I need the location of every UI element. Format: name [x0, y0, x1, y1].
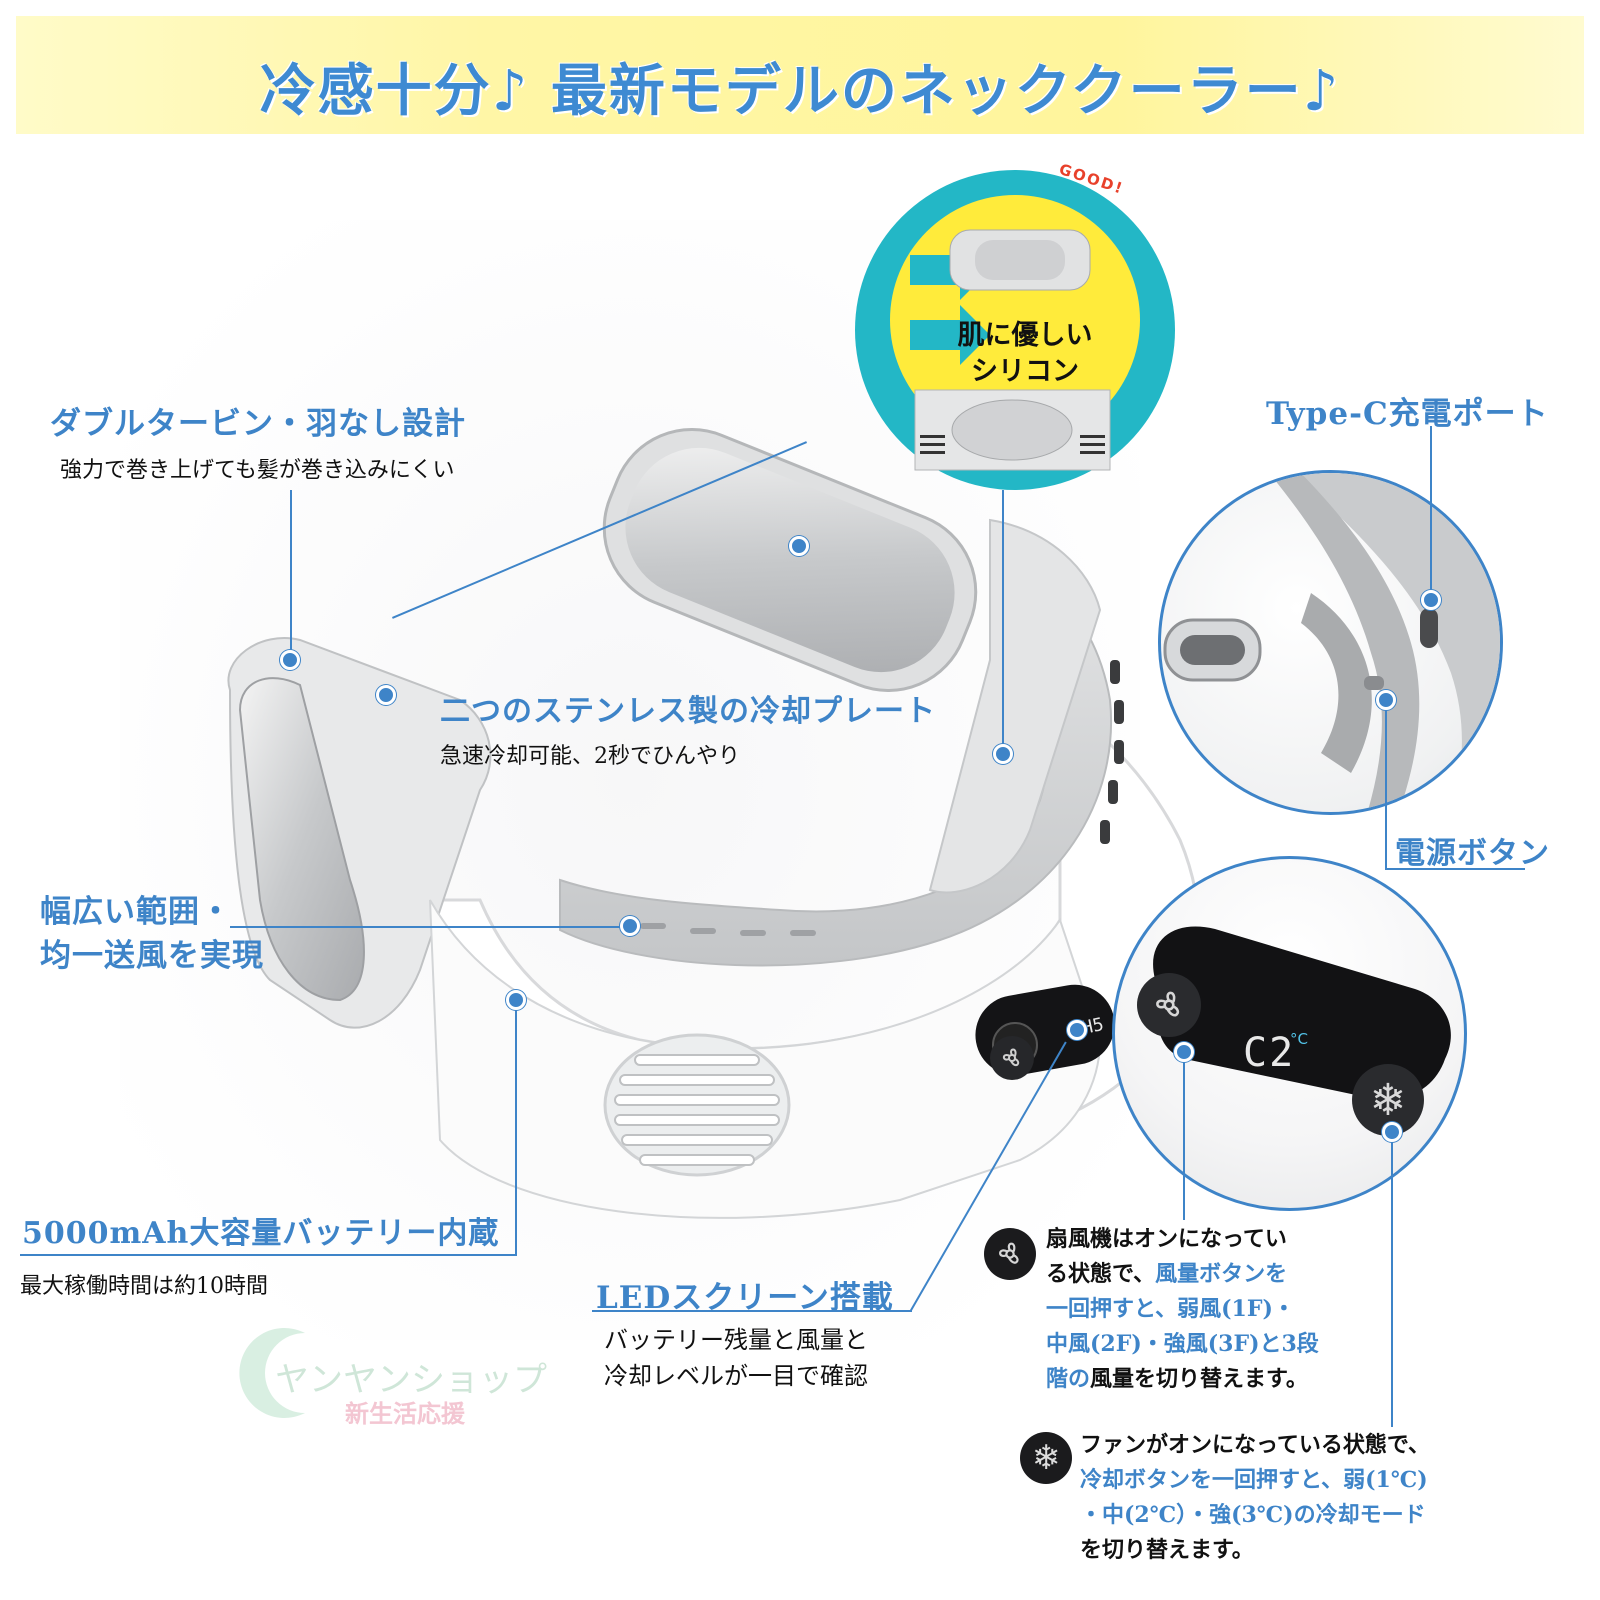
fan-note-icon: [984, 1228, 1036, 1280]
fan-note-line-1: 扇風機はオンになってい: [1046, 1226, 1287, 1252]
airflow-marker: [620, 916, 640, 936]
led-underline: [592, 1310, 912, 1312]
led-marker: [1067, 1020, 1087, 1040]
power-title: 電源ボタン: [1395, 836, 1550, 871]
airflow-leader-line: [230, 926, 620, 928]
turbine-marker: [280, 650, 300, 670]
led-subtitle: バッテリー残量と風量と 冷却レベルが一目で確認: [604, 1322, 868, 1394]
temperature-readout: C2: [1243, 1030, 1296, 1076]
plate-marker-top: [789, 536, 809, 556]
turbine-subtitle: 強力で巻き上げても髪が巻き込みにくい: [60, 458, 455, 483]
cool-note-line-4: を切り替えます。: [1080, 1537, 1254, 1563]
plate-subtitle: 急速冷却可能、2秒でひんやり: [440, 744, 740, 769]
silicone-badge: [855, 170, 1175, 490]
typec-title: Type-C充電ポート: [1266, 396, 1549, 432]
control-panel-zoom-circle: [1112, 856, 1467, 1211]
temperature-unit: °C: [1290, 1030, 1308, 1048]
power-leader-vertical: [1385, 710, 1387, 870]
airflow-line-2: 均一送風を実現: [40, 938, 264, 974]
fan-note: 扇風機はオンになってい る状態で、風量ボタンを 一回押すと、弱風(1F)・ 中風…: [1046, 1222, 1346, 1397]
battery-subtitle: 最大稼働時間は約10時間: [20, 1274, 268, 1299]
badge-text: 肌に優しい シリコン: [950, 318, 1100, 390]
fan-note-line-2b: 風量ボタンを: [1155, 1261, 1288, 1287]
power-button: [1364, 676, 1384, 690]
battery-leader-horizontal: [20, 1254, 517, 1256]
cool-note-line-2: 冷却ボタンを一回押すと、弱(1℃): [1080, 1467, 1428, 1493]
led-subtitle-2: 冷却レベルが一目で確認: [604, 1362, 868, 1390]
fan-button-marker: [1174, 1042, 1194, 1062]
cool-note-line-3b: の冷却モード: [1293, 1502, 1426, 1528]
fan-note-line-5a: 階の: [1046, 1366, 1091, 1392]
plate-title: 二つのステンレス製の冷却プレート: [440, 694, 936, 729]
plate-marker-left: [376, 685, 396, 705]
fan-note-line-3b: 弱風(1F)・: [1177, 1296, 1295, 1322]
battery-leader-vertical: [515, 1010, 517, 1255]
typec-leader-line: [1430, 426, 1432, 596]
led-subtitle-1: バッテリー残量と風量と: [604, 1326, 868, 1354]
title-banner: 冷感十分♪ 最新モデルのネッククーラー♪: [16, 16, 1584, 134]
cool-note-line-1: ファンがオンになっている状態で、: [1080, 1432, 1431, 1458]
fan-note-line-3a: 一回押すと、: [1046, 1296, 1178, 1322]
cool-note-icon: ❄: [1020, 1432, 1072, 1484]
battery-marker: [506, 990, 526, 1010]
fan-icon: [990, 1036, 1034, 1080]
badge-line-1: 肌に優しい: [957, 320, 1093, 351]
cool-note: ファンがオンになっている状態で、 冷却ボタンを一回押すと、弱(1℃) ・中(2℃…: [1080, 1428, 1500, 1568]
airflow-title: 幅広い範囲・ 均一送風を実現: [40, 890, 264, 978]
fan-note-line-4: 中風(2F)・強風(3F)と3段: [1046, 1331, 1319, 1357]
snowflake-button-icon: ❄: [1352, 1064, 1424, 1136]
silicone-marker: [993, 744, 1013, 764]
cool-button-leader: [1391, 1142, 1393, 1427]
cool-note-line-3a: ・中(2℃）・強(3℃): [1080, 1502, 1294, 1528]
turbine-title: ダブルタービン・羽なし設計: [50, 406, 466, 442]
watermark-tagline: 新生活応援: [345, 1400, 465, 1428]
typec-port: [1420, 608, 1438, 648]
power-underline: [1385, 868, 1525, 870]
badge-line-2: シリコン: [971, 356, 1079, 387]
turbine-leader-line: [290, 490, 292, 660]
fan-button-leader: [1183, 1062, 1185, 1220]
fan-note-line-2a: る状態で、: [1046, 1261, 1156, 1287]
side-vent-grill: [603, 1033, 791, 1177]
typec-marker: [1421, 590, 1441, 610]
fan-button-icon: [1137, 973, 1201, 1037]
fan-note-line-5b: 風量を切り替えます。: [1090, 1366, 1308, 1392]
power-marker: [1376, 690, 1396, 710]
usb-c-connector-icon: [1163, 618, 1262, 682]
banner-title: 冷感十分♪ 最新モデルのネッククーラー♪: [259, 58, 1341, 124]
airflow-line-1: 幅広い範囲・: [40, 894, 232, 930]
cool-button-marker: [1382, 1122, 1402, 1142]
battery-title: 5000mAh大容量バッテリー内蔵: [22, 1216, 500, 1251]
watermark-shop-name: ヤンヤンショップ: [275, 1360, 547, 1400]
silicone-leader-line: [1002, 490, 1004, 750]
watermark-logo: [239, 1328, 305, 1418]
